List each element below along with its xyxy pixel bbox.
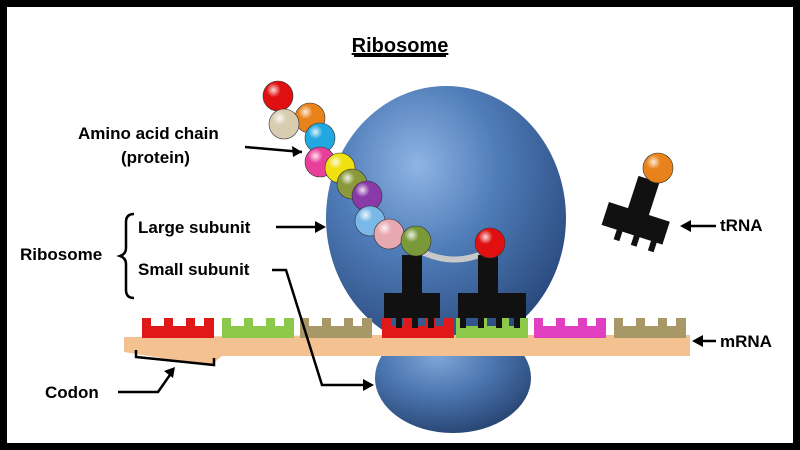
large-subunit [326,86,566,350]
codon-red [142,318,214,338]
arrowhead-amino-acid-chain [292,146,302,157]
codon-tan [614,318,686,338]
label-protein: (protein) [121,148,190,167]
label-trna: tRNA [720,216,763,235]
label-ribosome: Ribosome [20,245,102,264]
mrna-strand [124,335,690,366]
trna-site-2 [458,255,526,328]
arrow-small-subunit [272,268,368,387]
amino-acid-purple [351,180,383,212]
codon-bracket [134,350,216,367]
free-trna [601,175,670,253]
trna-amino-acid [642,152,674,184]
ribosome-brace [116,212,135,300]
arrow-codon [118,371,174,394]
label-codon: Codon [45,383,99,402]
arrowhead-codon [164,367,175,378]
amino-acid-light-pink [373,218,405,250]
arrowhead-large-subunit [315,221,326,233]
label-amino-acid-chain: Amino acid chain [78,124,219,143]
arrowhead-mrna [692,335,703,347]
amino-acid-red [262,80,294,112]
codon-magenta [534,318,606,338]
amino-acid-chain [262,80,506,259]
codon-green [222,318,294,338]
amino-acid-beige [268,108,300,140]
codon-tan [300,318,372,338]
amino-acid-cyan [304,122,336,154]
ribosome-diagram: Ribosome [20,35,772,433]
trna-site-1 [384,255,440,328]
label-mrna: mRNA [720,332,772,351]
arrowhead-trna [680,220,691,232]
page-title: Ribosome [352,35,449,57]
codon-green [456,318,528,338]
label-small-subunit: Small subunit [138,260,250,279]
arrowhead-small-subunit [363,379,374,391]
amino-acid-free-orange [642,152,674,184]
amino-acid-green [400,225,432,257]
amino-acid-on-trna-red [474,227,506,259]
label-large-subunit: Large subunit [138,218,251,237]
diagram-canvas: Ribosome [7,7,793,443]
